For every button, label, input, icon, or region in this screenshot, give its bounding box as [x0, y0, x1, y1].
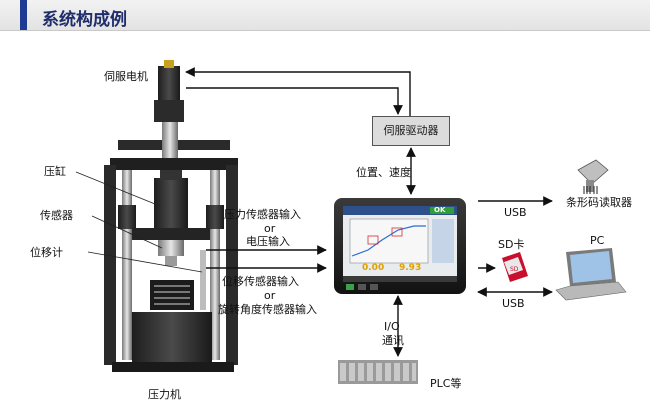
sensor-input-arrows: [206, 245, 327, 273]
barcode-reader-illustration: [577, 159, 609, 194]
ok-badge-bg: [430, 207, 454, 214]
output-arrows: [393, 196, 553, 357]
press-machine-label: 压力机: [148, 388, 181, 401]
header-bar: 系统构成例: [0, 0, 650, 31]
page-title: 系统构成例: [42, 10, 127, 30]
cylinder-label: 压缸: [44, 165, 66, 178]
column-right: [210, 170, 220, 360]
sensor-label: 传感器: [40, 209, 73, 222]
barcode-reader-label: 条形码读取器: [566, 196, 632, 209]
position-speed-label: 位置、速度: [356, 166, 411, 179]
or-label-2: or: [264, 289, 276, 302]
displacement-sensor-input-label: 位移传感器输入: [222, 275, 299, 288]
plc-module-illustration: [338, 360, 418, 384]
or-label-1: or: [264, 222, 276, 235]
displacement-meter-label: 位移计: [30, 246, 63, 259]
column-left: [122, 170, 132, 360]
voltage-input-label: 电压输入: [246, 235, 290, 248]
screen-value-left: 0.00: [362, 263, 385, 273]
displacement-meter: [200, 250, 206, 310]
press-base: [132, 312, 212, 366]
servo-driver-box: 伺服驱动器: [372, 116, 450, 146]
rotation-angle-input-label: 旋转角度传感器输入: [218, 303, 317, 316]
pc-laptop-illustration: [555, 248, 627, 301]
servo-wiring: [185, 67, 416, 195]
usb-label-1: USB: [504, 206, 527, 219]
screen-value-right: 9.93: [399, 263, 422, 273]
servo-driver-label: 伺服驱动器: [383, 124, 439, 137]
servo-motor-label: 伺服电机: [104, 70, 148, 83]
io-label: I/O: [384, 320, 400, 333]
plc-label: PLC等: [430, 377, 462, 390]
sd-card-illustration: SD: [502, 252, 528, 282]
sd-card-label: SD卡: [498, 238, 525, 251]
comm-label: 通讯: [382, 334, 404, 347]
header-accent-mark: [20, 0, 27, 30]
usb-label-2: USB: [502, 297, 525, 310]
controller-device: [334, 198, 466, 294]
sd-card-text: SD: [510, 266, 519, 273]
load-sensor: [158, 240, 184, 256]
part-leader-lines: [75, 171, 203, 273]
pressure-sensor-input-label: 压力传感器输入: [224, 208, 301, 221]
press-machine-illustration: [104, 60, 238, 372]
cylinder-body: [154, 178, 188, 228]
ok-badge: OK: [434, 206, 446, 214]
pc-label: PC: [590, 234, 605, 247]
